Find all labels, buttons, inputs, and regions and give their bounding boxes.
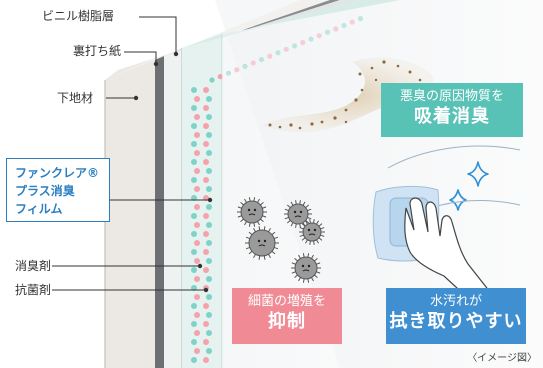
particle-dot [191, 87, 197, 93]
particle-dot [203, 267, 209, 273]
bacteria-badge-line2: 抑制 [268, 311, 306, 332]
particle-dot [194, 240, 200, 246]
particle-dot [203, 87, 209, 93]
hand-icon [404, 197, 491, 301]
particle-dot [191, 303, 197, 309]
particle-dot [203, 105, 209, 111]
particle-dot [194, 114, 200, 120]
particle-dot [203, 231, 209, 237]
particle-dot [194, 222, 200, 228]
vinyl-layer-label: ビニル樹脂層 [42, 9, 115, 23]
particle-dot [191, 249, 197, 255]
antibacterial-label: 抗菌剤 [15, 283, 52, 297]
particle-dot [206, 114, 212, 120]
brand-label-box: ファンクレア® プラス消臭 フィルム [6, 158, 110, 222]
particle-dot [206, 150, 212, 156]
particle-dot [191, 339, 197, 345]
particle-dot [194, 96, 200, 102]
bacteria-icon [291, 253, 321, 283]
callout-dot [173, 51, 179, 57]
particle-dot [194, 330, 200, 336]
easy-wipe-badge: 水汚れが 拭き取りやすい [386, 288, 526, 344]
particle-dot [194, 294, 200, 300]
particle-dot [203, 141, 209, 147]
particle-dot [194, 348, 200, 354]
particle-dot [203, 249, 209, 255]
particle-dot [203, 339, 209, 345]
bacteria-badge-line1: 細菌の増殖を [247, 294, 326, 309]
callout-dot [207, 197, 213, 203]
odor-badge-line1: 悪臭の原因物質を [399, 89, 504, 104]
particle-dot [206, 348, 212, 354]
particle-dot [194, 258, 200, 264]
particle-dot [206, 258, 212, 264]
particle-dot [194, 276, 200, 282]
particle-dot [206, 96, 212, 102]
particle-dot [191, 177, 197, 183]
particle-dot [203, 213, 209, 219]
odor-badge-line2: 吸着消臭 [414, 106, 490, 127]
particle-dot [194, 168, 200, 174]
particle-dot [203, 303, 209, 309]
particle-dot [206, 294, 212, 300]
bacteria-icon [237, 197, 267, 227]
backing-paper-label: 裏打ち紙 [73, 44, 122, 58]
particle-dot [194, 204, 200, 210]
callout-dot [153, 61, 159, 67]
particle-dot [191, 267, 197, 273]
bacteria-icon [245, 226, 279, 260]
wipe-badge-line2: 拭き取りやすい [389, 311, 523, 332]
bacteria-suppression-badge: 細菌の増殖を 抑制 [232, 288, 342, 344]
callout-lines [52, 16, 210, 291]
particle-dot [191, 141, 197, 147]
particle-dot [203, 357, 209, 363]
particle-dot [194, 186, 200, 192]
substrate-label: 下地材 [57, 91, 94, 105]
particle-dot [194, 150, 200, 156]
particle-dot [217, 73, 223, 80]
particle-dot [206, 132, 212, 138]
particle-dot [191, 321, 197, 327]
particle-dot [206, 312, 212, 318]
sparkle-icon [449, 161, 489, 211]
particle-dot [191, 231, 197, 237]
particle-dot [206, 276, 212, 282]
wipe-badge-line1: 水汚れが [429, 294, 482, 309]
brand-line-2: プラス消臭 [15, 184, 75, 198]
callout-dot [133, 95, 139, 101]
particle-dot [206, 222, 212, 228]
odor-absorption-badge: 悪臭の原因物質を 吸着消臭 [381, 83, 523, 137]
particle-dot [203, 321, 209, 327]
particle-dot [191, 123, 197, 129]
particle-dot [203, 177, 209, 183]
particle-dot [191, 105, 197, 111]
particle-dot [203, 159, 209, 165]
bacteria-icon [299, 219, 325, 245]
particle-dot [191, 357, 197, 363]
callout-dot [203, 287, 209, 293]
particle-dot [209, 77, 215, 83]
deodorant-label: 消臭剤 [15, 259, 52, 273]
particle-dot [206, 240, 212, 246]
particle-dot [206, 204, 212, 210]
particle-dot [191, 213, 197, 219]
bacteria-group [237, 197, 325, 283]
particle-dot [194, 132, 200, 138]
bacteria-icon [284, 200, 312, 228]
particle-dot [191, 159, 197, 165]
callout-dot [197, 263, 203, 269]
particle-dot [194, 312, 200, 318]
particle-dot [203, 123, 209, 129]
brand-line-1: ファンクレア® [15, 166, 100, 180]
particle-dot [206, 330, 212, 336]
brand-line-3: フィルム [15, 202, 63, 216]
image-note: 〈イメージ図〉 [467, 353, 537, 364]
particle-dot [206, 186, 212, 192]
particle-dot [206, 168, 212, 174]
